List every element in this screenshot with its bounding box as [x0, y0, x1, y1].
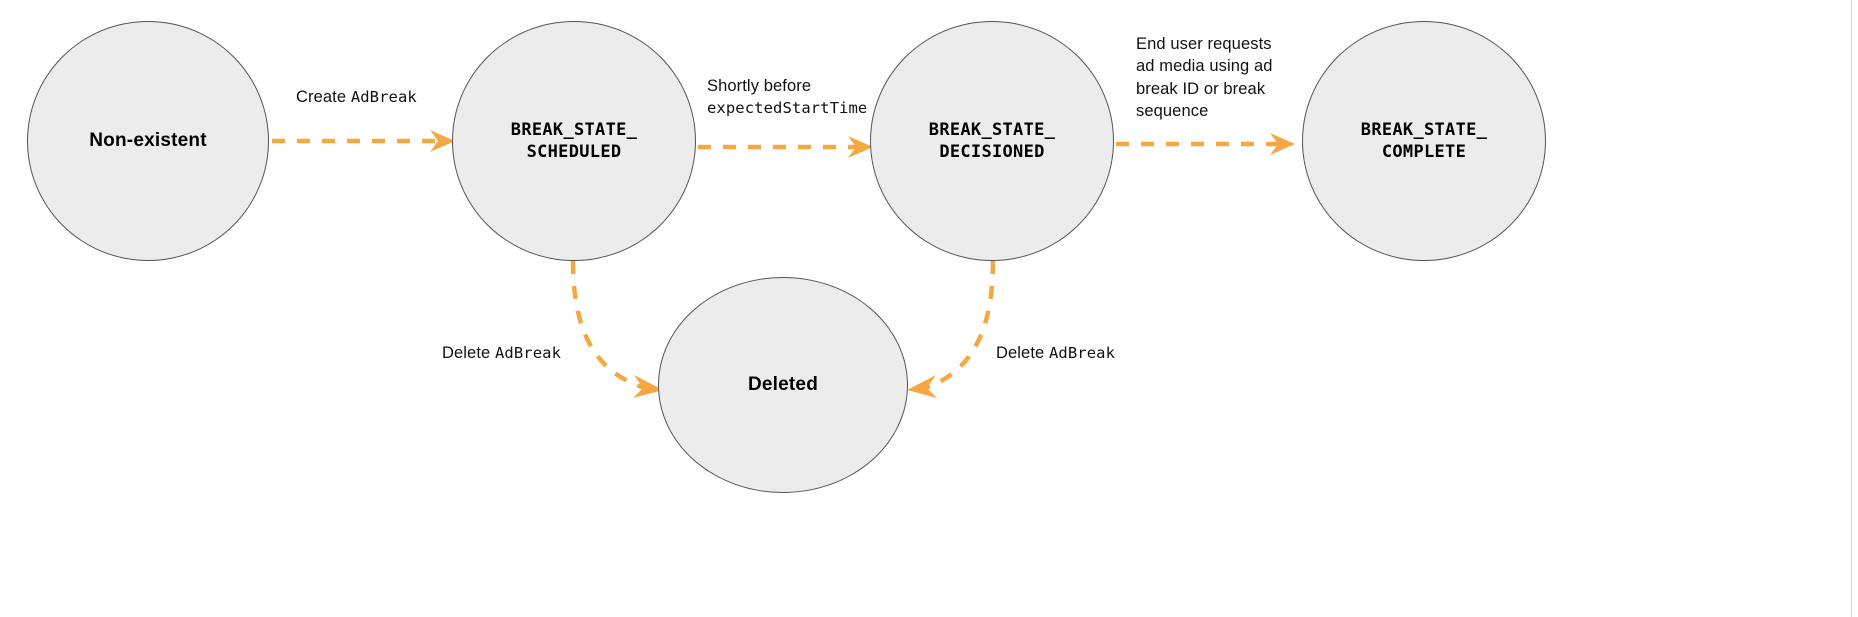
edge-label-text: Delete: [442, 344, 495, 362]
edge-label-end-user-requests: End user requests ad media using ad brea…: [1136, 33, 1273, 122]
arrowhead-complete: [1270, 133, 1295, 155]
state-node-label: Non-existent: [89, 130, 207, 152]
edge-label-code: expectedStartTime: [707, 99, 868, 118]
arrowhead-deleted-right: [907, 375, 937, 398]
state-node-break-state-complete[interactable]: BREAK_STATE_ COMPLETE: [1302, 21, 1546, 261]
edge-end-user-requests: [1116, 133, 1295, 155]
state-node-break-state-scheduled[interactable]: BREAK_STATE_ SCHEDULED: [452, 21, 696, 261]
edge-create-adbreak: [272, 130, 455, 152]
arrowhead-decisioned: [848, 136, 873, 158]
edge-label-create-adbreak: Create AdBreak: [296, 86, 417, 108]
edge-label-delete-adbreak-scheduled: Delete AdBreak: [442, 342, 561, 364]
state-node-label: BREAK_STATE_ DECISIONED: [928, 119, 1056, 162]
state-node-label: Deleted: [747, 374, 819, 396]
edge-delete-from-scheduled: [570, 260, 663, 398]
state-node-label: BREAK_STATE_ COMPLETE: [1360, 119, 1488, 162]
edge-label-code: AdBreak: [1048, 344, 1116, 362]
edge-shortly-before: [698, 136, 873, 158]
edge-label-text: Create: [296, 88, 351, 106]
arrowhead-deleted-left: [633, 375, 663, 398]
state-node-non-existent[interactable]: Non-existent: [27, 21, 269, 261]
edge-label-shortly-before: Shortly before expectedStartTime: [707, 75, 867, 120]
edge-label-delete-adbreak-decisioned: Delete AdBreak: [996, 342, 1115, 364]
edge-label-text: Shortly before: [707, 77, 812, 95]
arrowhead-create: [430, 130, 455, 152]
state-node-label: BREAK_STATE_ SCHEDULED: [510, 119, 638, 162]
edge-delete-from-decisioned: [907, 260, 996, 398]
state-node-break-state-decisioned[interactable]: BREAK_STATE_ DECISIONED: [870, 21, 1114, 261]
state-node-deleted[interactable]: Deleted: [658, 277, 908, 493]
right-edge-divider: [1851, 0, 1852, 617]
edge-label-code: AdBreak: [350, 88, 417, 106]
edge-label-text: End user requests ad media using ad brea…: [1136, 35, 1273, 120]
edge-label-text: Delete: [996, 344, 1049, 362]
edge-label-code: AdBreak: [494, 344, 562, 362]
